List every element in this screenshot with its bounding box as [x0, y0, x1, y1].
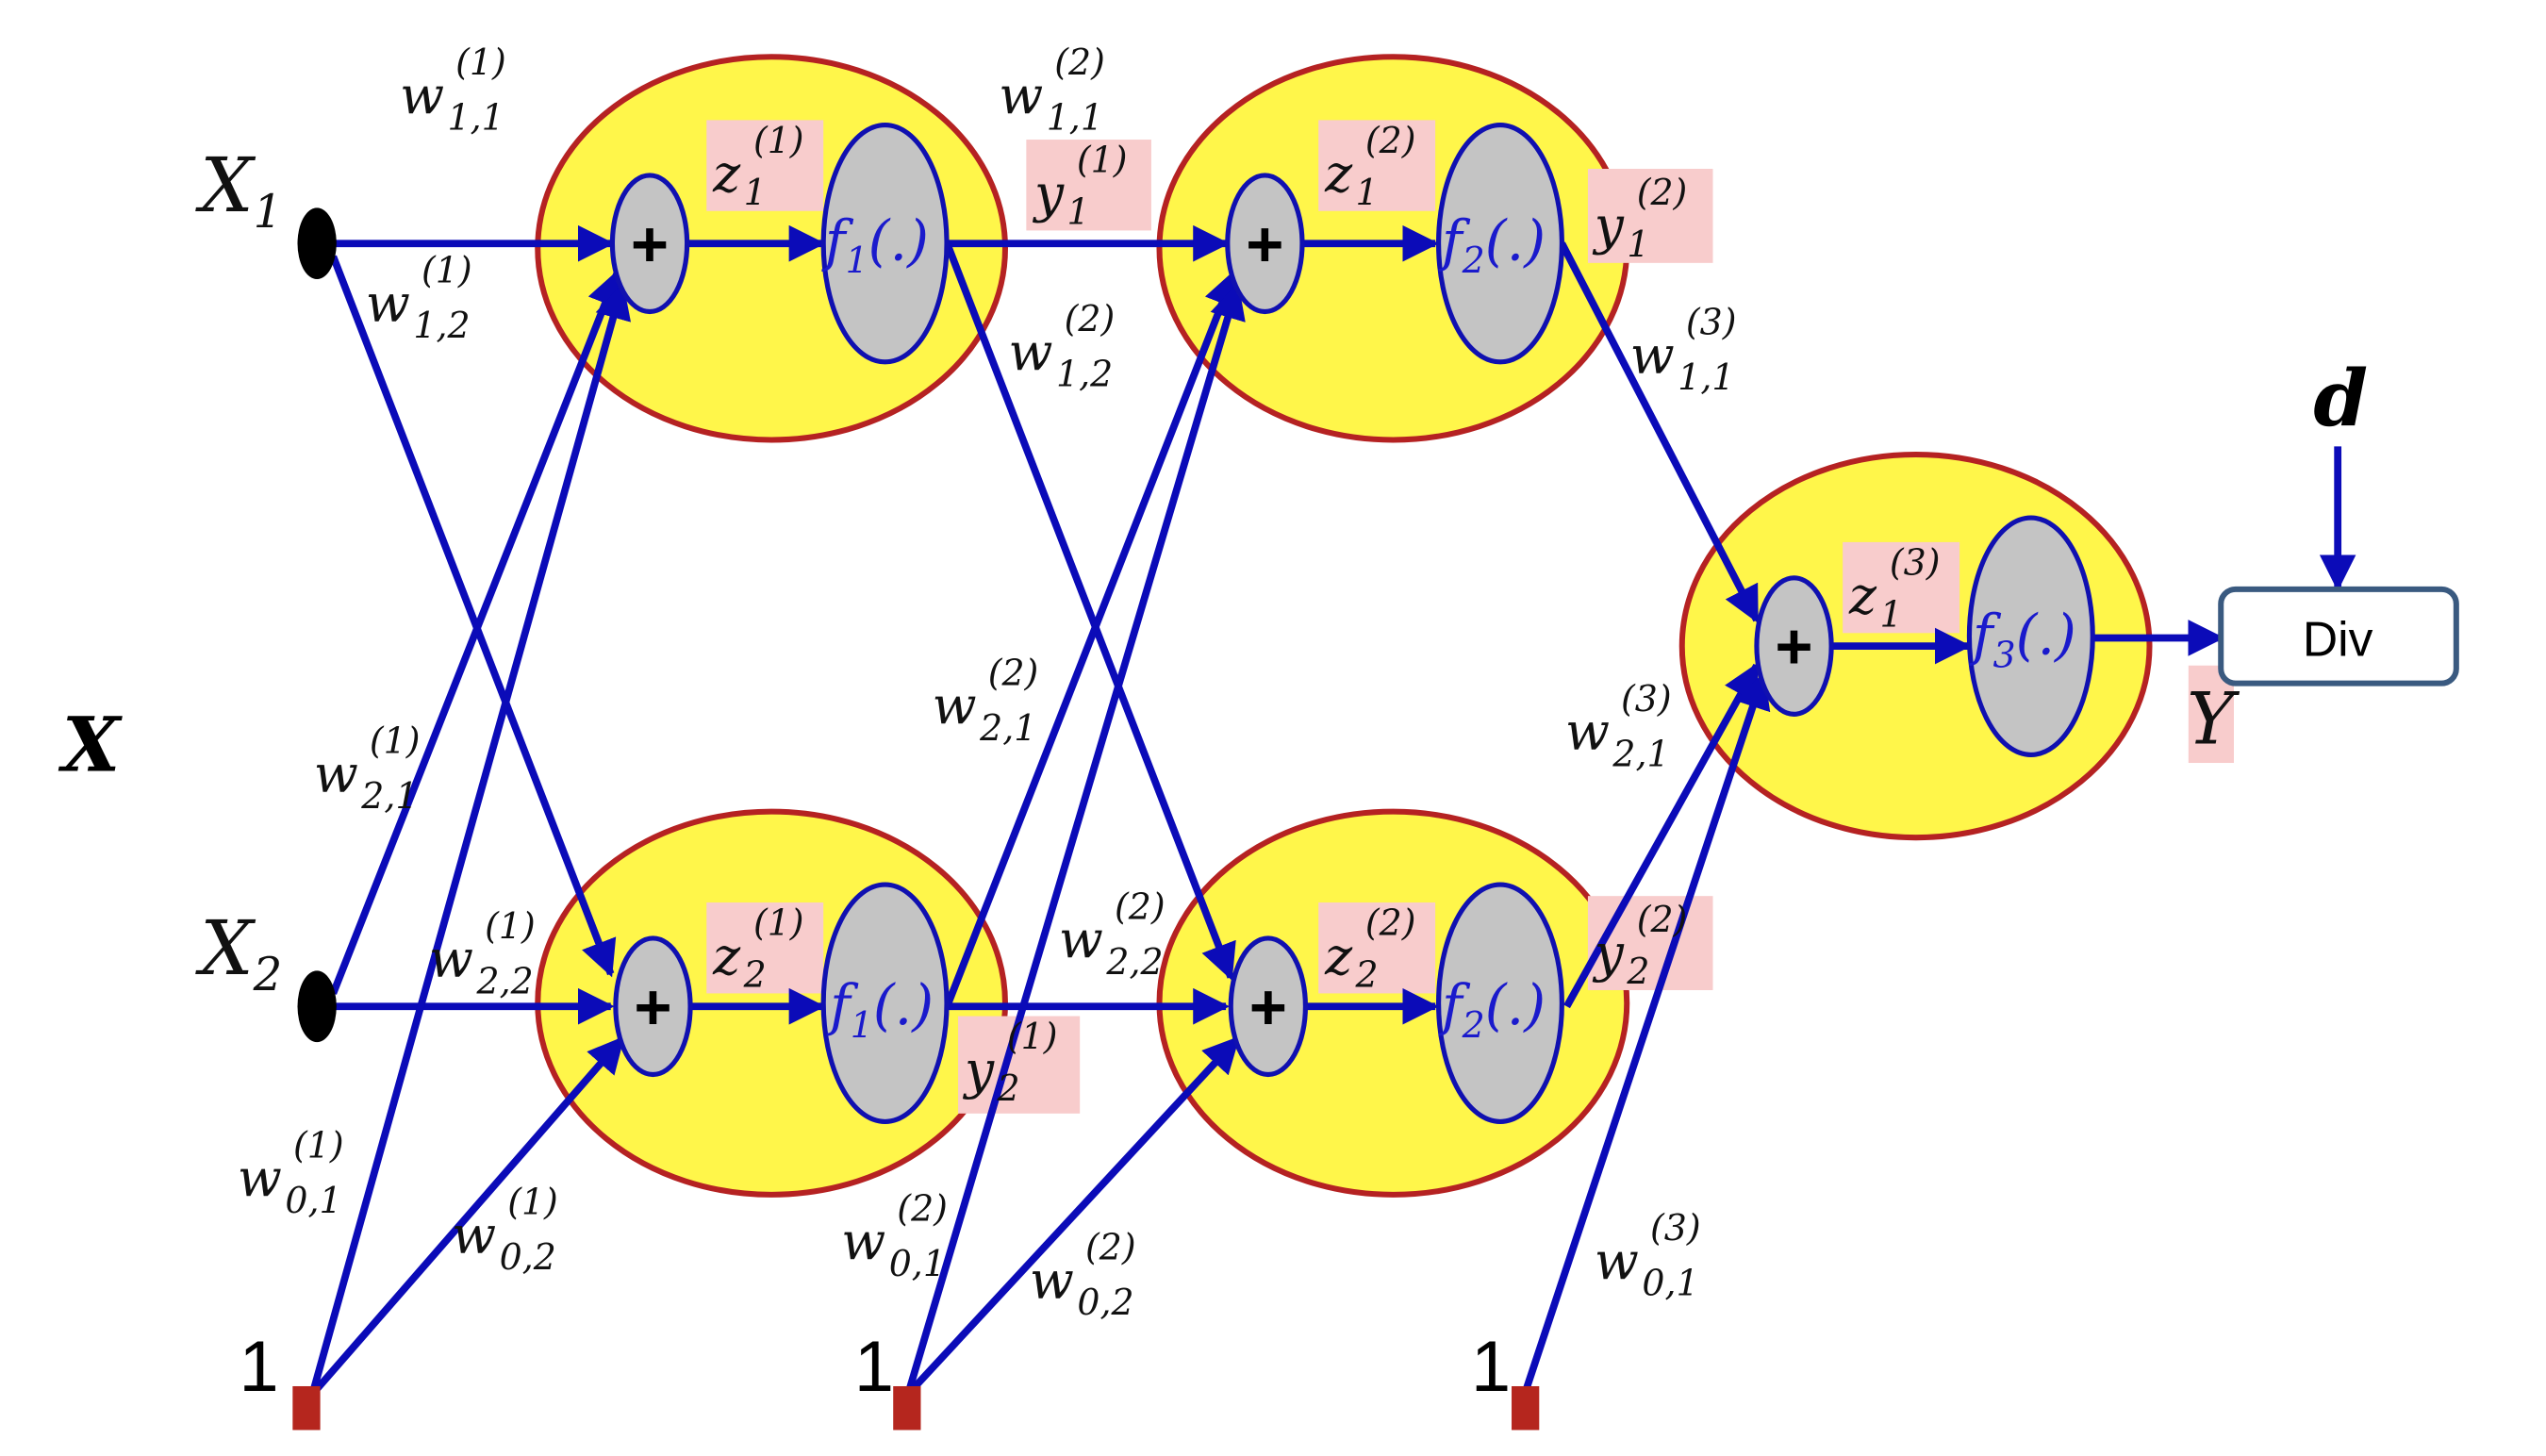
sum-node-layer2-unit2: + [1228, 935, 1309, 1078]
output-label: Y [2187, 677, 2240, 760]
plus-icon: + [1246, 207, 1283, 280]
activation-node-layer3-unit1: f3(.) [1966, 515, 2095, 757]
plus-icon: + [1775, 610, 1812, 683]
bias-label-layer1: 1 [240, 1327, 279, 1407]
activation-node-layer1-unit1: f1(.) [820, 122, 950, 365]
sum-node-layer2-unit1: + [1225, 173, 1305, 315]
bias-node-layer3 [1512, 1385, 1540, 1431]
plus-icon: + [631, 207, 669, 280]
target-label: d [2313, 353, 2368, 444]
div-label: Div [2303, 611, 2373, 666]
label-highlights [706, 120, 2235, 1114]
bias-label-layer3: 1 [1471, 1327, 1511, 1407]
input-label-x2: X2 [194, 905, 282, 1001]
activation-label: f2(.) [1438, 973, 1546, 1046]
input-label-x1: X1 [194, 142, 282, 239]
input-node-x1 [297, 207, 337, 280]
bias-label-layer2: 1 [854, 1327, 894, 1407]
divergence-box: Div [2218, 586, 2459, 687]
sum-node-layer3-unit1: + [1754, 575, 1834, 717]
plus-icon: + [1249, 970, 1287, 1043]
sum-node-layer1-unit1: + [609, 173, 690, 315]
plus-icon: + [634, 970, 671, 1043]
activation-label: f2(.) [1438, 208, 1546, 281]
bias-node-layer1 [292, 1385, 321, 1431]
activation-label: f1(.) [826, 973, 934, 1046]
activation-node-layer1-unit2: f1(.) [820, 882, 950, 1124]
activation-node-layer2-unit1: f2(.) [1435, 122, 1564, 365]
bias-node-layer2 [893, 1385, 921, 1431]
input-vector-label: X [58, 702, 123, 789]
activation-node-layer2-unit2: f2(.) [1435, 882, 1564, 1124]
input-node-x2 [297, 970, 337, 1043]
connections [309, 224, 2356, 1396]
sum-node-layer1-unit2: + [613, 935, 693, 1078]
activation-label: f1(.) [821, 208, 929, 281]
activation-label: f3(.) [1969, 604, 2076, 676]
